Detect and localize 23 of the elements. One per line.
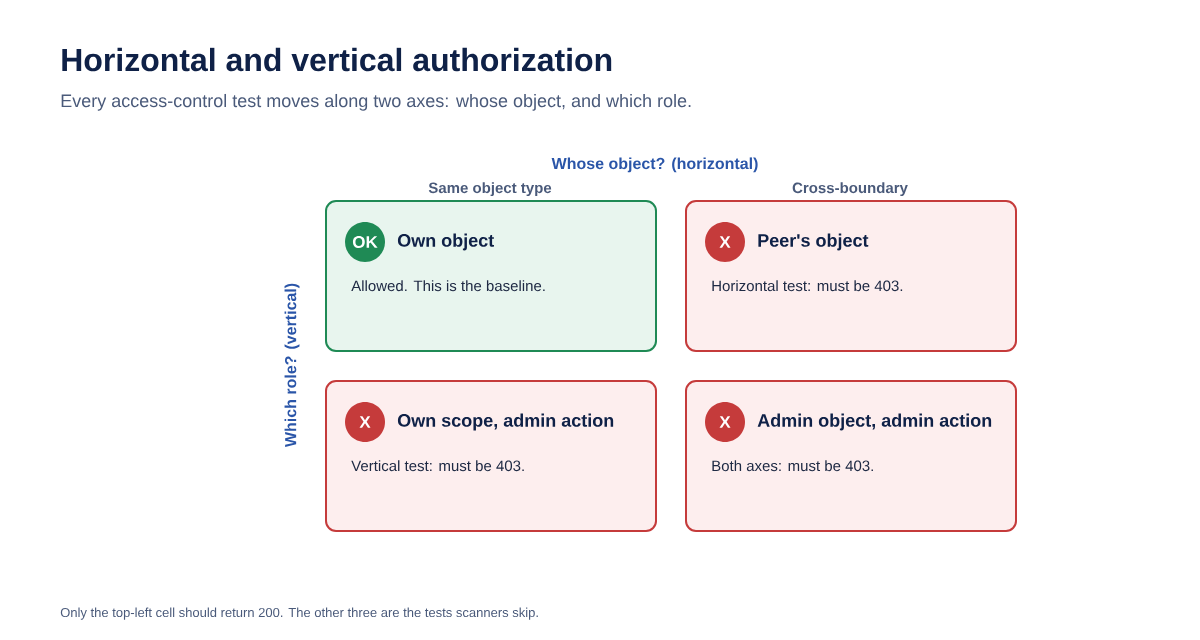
quadrant-card bbox=[325, 200, 657, 352]
card-heading: Own object bbox=[397, 233, 494, 251]
card-heading: Peer's object bbox=[758, 233, 869, 251]
card-text: Both axes: must be 403. bbox=[712, 460, 873, 472]
quadrant-card bbox=[325, 380, 657, 532]
card-text: Horizontal test: must be 403. bbox=[712, 280, 903, 292]
status-badge: X bbox=[345, 402, 385, 442]
card-text: Allowed. This is the baseline. bbox=[351, 280, 545, 292]
card-heading: Own scope, admin action bbox=[397, 413, 614, 431]
subtitle: Every access-control test moves along two axes: whose object, and which role. bbox=[61, 93, 691, 111]
column-header: Cross-boundary bbox=[792, 182, 908, 197]
card-text: Vertical test: must be 403. bbox=[351, 460, 524, 472]
status-badge: X bbox=[705, 222, 745, 262]
quadrant-card bbox=[685, 380, 1017, 532]
card-heading: Admin object, admin action bbox=[757, 413, 992, 431]
status-badge: X bbox=[705, 402, 745, 442]
footnote: Only the top-left cell should return 200. The other three are the tests scanners skip. bbox=[60, 607, 538, 620]
title: Horizontal and vertical authorization bbox=[62, 47, 612, 72]
status-badge: OK bbox=[345, 222, 385, 262]
axis-label: Whose object? (horizontal) bbox=[551, 157, 758, 173]
column-header: Same object type bbox=[428, 182, 552, 197]
quadrant-card bbox=[685, 200, 1017, 352]
axis-label: Which role? (vertical) bbox=[284, 283, 300, 448]
